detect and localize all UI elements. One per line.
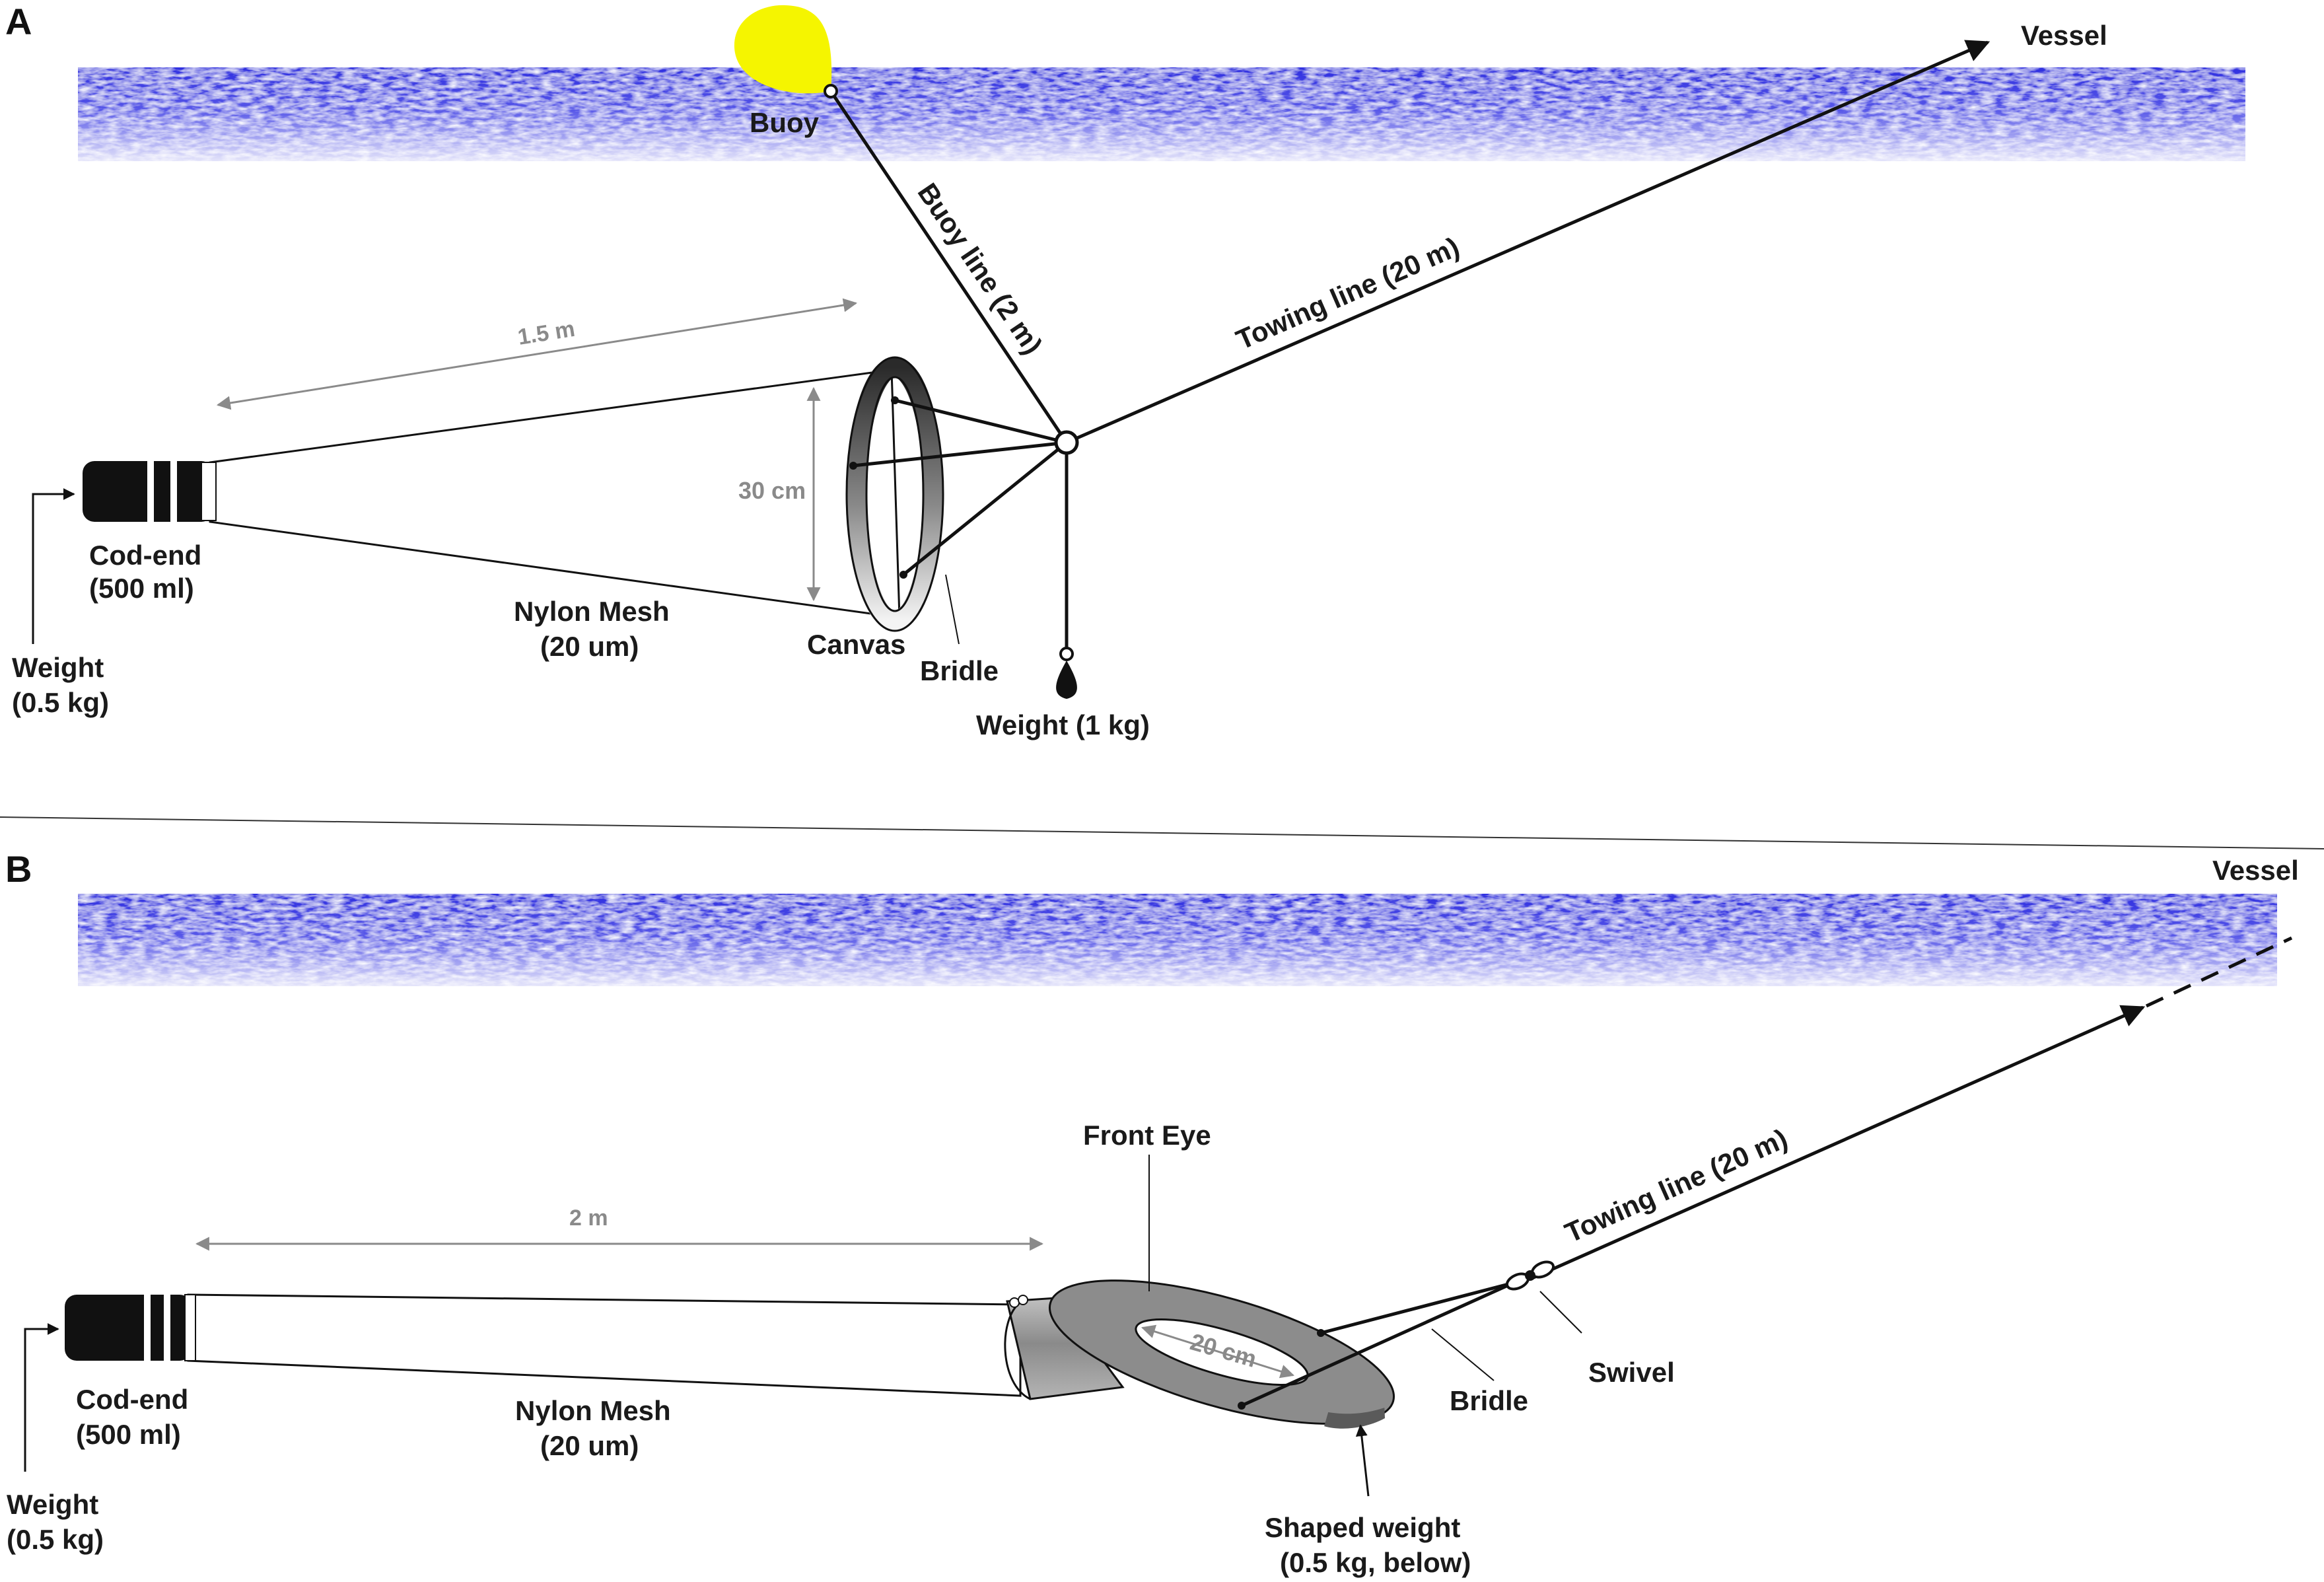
vessel-label-a: Vessel: [2021, 20, 2107, 51]
canvas-ring: [845, 356, 944, 632]
cod-end-label-b: Cod-end: [76, 1384, 188, 1415]
canvas-label: Canvas: [807, 629, 905, 660]
cod-end-volume-b: (500 ml): [76, 1419, 181, 1450]
mesh-label-a: Nylon Mesh: [514, 596, 670, 627]
water-surface-b: [78, 894, 2277, 986]
mesh-size-b: (20 um): [540, 1430, 639, 1461]
buoy-line: [829, 90, 1069, 444]
towing-line-b: [1531, 1005, 2146, 1280]
towing-line-label-a: Towing line (20 m): [1232, 231, 1464, 355]
weight-arrow-b: [24, 1323, 59, 1472]
buoy-ring: [824, 84, 838, 98]
bridle-leader-a: [945, 574, 960, 645]
buoy-line-label: Buoy line (2 m): [912, 178, 1049, 360]
weight-1kg-icon: [1056, 661, 1077, 699]
bridle-leader-b: [1431, 1328, 1495, 1381]
cod-end-volume-a: (500 ml): [89, 573, 194, 604]
panel-a: A Towing line (20 m) Buoy line (2 m) Buo…: [5, 1, 2245, 740]
vessel-label-b: Vessel: [2212, 855, 2299, 886]
buoy-icon: [734, 5, 832, 94]
front-eye-label: Front Eye: [1083, 1120, 1211, 1151]
weight-label-a: Weight: [12, 652, 104, 683]
swivel-label: Swivel: [1588, 1357, 1675, 1388]
panel-a-letter: A: [5, 1, 32, 42]
length-label-a: 1.5 m: [516, 316, 577, 350]
bridle-label-a: Bridle: [920, 655, 999, 686]
weight-arrow-a: [32, 488, 75, 644]
nylon-mesh-net-b: [187, 1293, 1022, 1397]
bridle-label-b: Bridle: [1450, 1385, 1528, 1416]
towing-ring-a: [1054, 430, 1079, 455]
shaped-weight-label: Shaped weight: [1265, 1512, 1460, 1543]
length-dimension-a: [216, 298, 858, 410]
bridle-a: [853, 398, 1068, 576]
weight-value-b: (0.5 kg): [7, 1524, 104, 1555]
cod-end-label-a: Cod-end: [89, 540, 201, 571]
swivel-icon: [1505, 1260, 1555, 1291]
swivel-leader: [1539, 1291, 1582, 1334]
length-label-b: 2 m: [569, 1205, 608, 1231]
water-surface-a: [78, 67, 2245, 161]
bridle-b: [1240, 1281, 1515, 1408]
towing-line-a: [1066, 40, 1990, 445]
cod-end-b: [65, 1294, 196, 1361]
mesh-size-a: (20 um): [540, 631, 639, 662]
weight-value-a: (0.5 kg): [12, 687, 109, 718]
weight-1kg-label: Weight (1 kg): [976, 709, 1150, 740]
diameter-label-a: 30 cm: [738, 477, 806, 504]
panel-divider: [0, 816, 2324, 849]
net-collar: [1004, 1295, 1125, 1400]
weight-label-b: Weight: [7, 1489, 98, 1520]
shaped-weight-arrow: [1355, 1424, 1370, 1497]
diameter-dimension-b: [1141, 1324, 1295, 1379]
buoy-label: Buoy: [750, 107, 820, 138]
panel-b-letter: B: [5, 848, 32, 890]
mesh-label-b: Nylon Mesh: [515, 1395, 671, 1426]
panel-b: B Vessel Towing line (20 m): [5, 848, 2299, 1578]
shaped-weight-value: (0.5 kg, below): [1280, 1547, 1471, 1578]
cod-end-a: [83, 461, 217, 522]
towing-line-continuation: [2145, 936, 2293, 1008]
towing-line-label-b: Towing line (20 m): [1561, 1123, 1792, 1249]
